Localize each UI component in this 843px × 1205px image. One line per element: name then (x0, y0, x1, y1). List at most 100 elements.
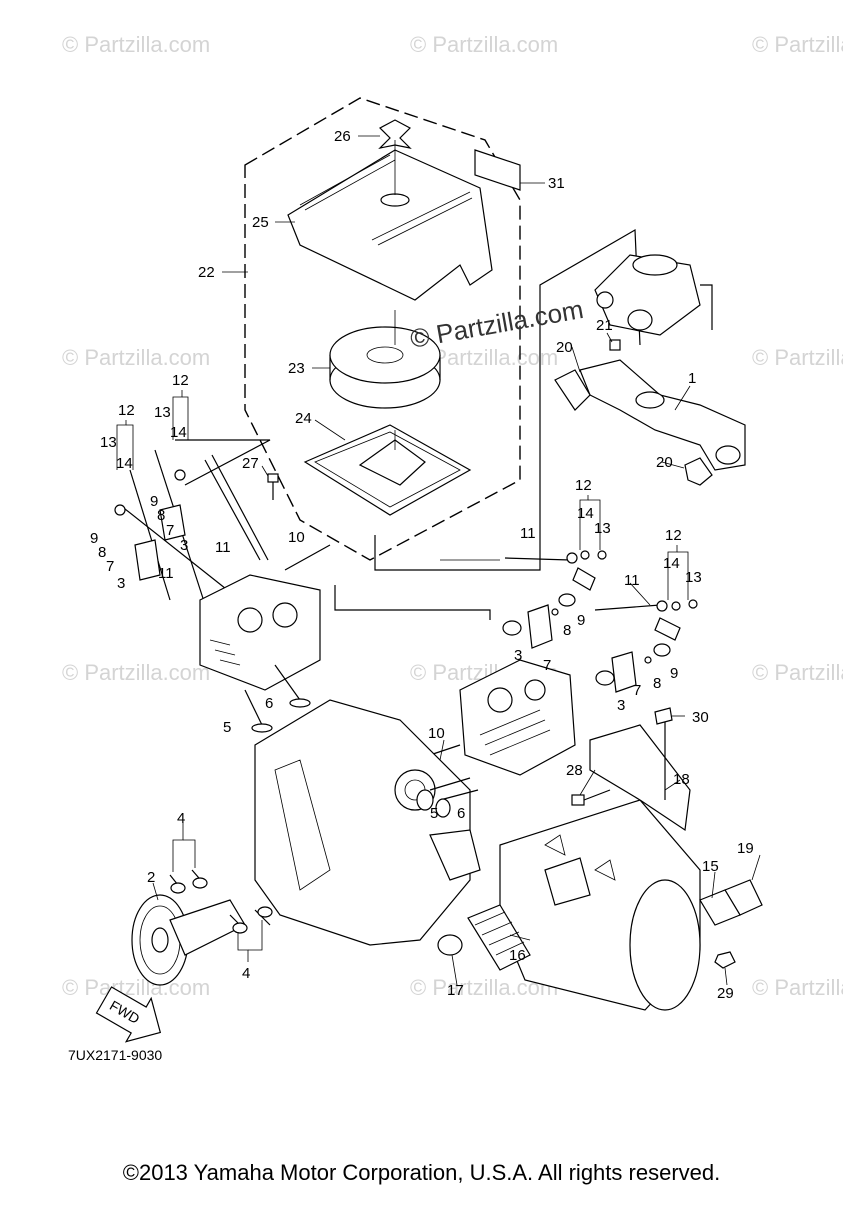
callout-label: 16 (509, 947, 526, 964)
watermark: © Partzilla.com (62, 975, 210, 1000)
callout-label: 15 (702, 858, 719, 875)
wing-nut (378, 119, 412, 195)
air-filter-element (329, 310, 441, 409)
callout-label: 9 (670, 665, 678, 682)
callout-label: 11 (624, 572, 640, 589)
callout-label: 29 (717, 985, 734, 1002)
valves-right (416, 777, 479, 818)
callout-label: 11 (520, 525, 536, 542)
callout-label: 10 (428, 725, 445, 742)
callout-label: 20 (556, 339, 573, 356)
callout-label: 18 (673, 771, 690, 788)
callout-label: 4 (177, 810, 185, 827)
callout-label: 6 (457, 805, 465, 822)
callout-label: 7 (633, 682, 641, 699)
callout-label: 7 (106, 558, 114, 575)
callout-label: 4 (242, 965, 250, 982)
manifold-gasket (554, 369, 591, 411)
muffler-bracket (589, 724, 691, 832)
callout-label: 1 (688, 370, 696, 387)
callout-label: 7 (166, 522, 174, 539)
callout-label: 12 (665, 527, 682, 544)
callout-label: 2 (147, 869, 155, 886)
callout-label: 3 (617, 697, 625, 714)
callout-label: 17 (447, 982, 464, 999)
tappets (169, 869, 273, 934)
callout-label: 30 (692, 709, 709, 726)
callout-label: 14 (577, 505, 594, 522)
muffler-pipe (699, 889, 741, 926)
callout-label: 8 (157, 507, 165, 524)
callout-label: 21 (596, 317, 613, 334)
callout-label: 27 (242, 455, 259, 472)
diagram-code: 7UX2171-9030 (68, 1047, 162, 1063)
cylinder-head-group-boundary (374, 228, 641, 571)
forward-direction-arrow: FWD (95, 986, 162, 1043)
callout-label: 10 (288, 529, 305, 546)
carburetor (594, 254, 713, 336)
callout-label: 8 (653, 675, 661, 692)
callout-label: 13 (685, 569, 702, 586)
callout-label: 9 (150, 493, 158, 510)
bolt (654, 707, 673, 800)
intake-manifold (579, 359, 746, 471)
crankcase (254, 699, 481, 946)
callout-label: 5 (430, 805, 438, 822)
nut (714, 951, 736, 969)
callout-label: 23 (288, 360, 305, 377)
callout-leader-lines (116, 135, 761, 986)
nut (609, 339, 621, 351)
callout-label: 8 (98, 544, 106, 561)
copyright-notice: ©2013 Yamaha Motor Corporation, U.S.A. A… (122, 1160, 721, 1185)
callout-label: 9 (577, 612, 585, 629)
push-rod (284, 544, 331, 571)
air-cleaner-cover (287, 149, 493, 301)
callout-label: 13 (100, 434, 117, 451)
callout-label: 14 (663, 555, 680, 572)
right-valve-train (502, 550, 698, 693)
muffler (499, 799, 701, 1011)
watermark: © Partzilla.com (62, 660, 210, 685)
watermark: © Partzilla.com (752, 32, 843, 57)
callout-label: 31 (548, 175, 565, 192)
callout-label: 26 (334, 128, 351, 145)
camshaft-gear (131, 894, 246, 986)
callout-label: 14 (170, 424, 187, 441)
caution-label (474, 149, 521, 191)
left-valve-train (114, 439, 271, 621)
valves-left (244, 664, 311, 733)
callout-label: 11 (215, 539, 231, 556)
callout-label: 12 (118, 402, 135, 419)
bolt (571, 789, 611, 806)
watermark: © Partzilla.com (752, 975, 843, 1000)
manifold-gasket (684, 457, 713, 486)
clamp (437, 934, 463, 956)
air-cleaner-case (303, 424, 472, 516)
callout-label: 6 (265, 695, 273, 712)
cylinder-head-right (459, 659, 576, 776)
callout-label: 25 (252, 214, 269, 231)
watermark: © Partzilla.com (752, 660, 843, 685)
callout-label: 11 (158, 565, 174, 582)
callout-label: 19 (737, 840, 754, 857)
bolt (267, 473, 279, 500)
callout-label: 14 (116, 455, 133, 472)
callout-label: 22 (198, 264, 215, 281)
callout-label: 3 (180, 537, 188, 554)
watermark: © Partzilla.com (62, 32, 210, 57)
watermark: © Partzilla.com (752, 345, 843, 370)
watermark: © Partzilla.com (62, 345, 210, 370)
callout-label: 3 (514, 647, 522, 664)
callout-label: 5 (223, 719, 231, 736)
callout-label: 9 (90, 530, 98, 547)
air-cleaner-assembly-boundary (244, 97, 521, 561)
callout-label: 13 (594, 520, 611, 537)
callout-label: 7 (543, 657, 551, 674)
callout-label: 12 (172, 372, 189, 389)
callout-label: 12 (575, 477, 592, 494)
callout-label: 8 (563, 622, 571, 639)
callout-label: 28 (566, 762, 583, 779)
watermark: © Partzilla.com (410, 32, 558, 57)
